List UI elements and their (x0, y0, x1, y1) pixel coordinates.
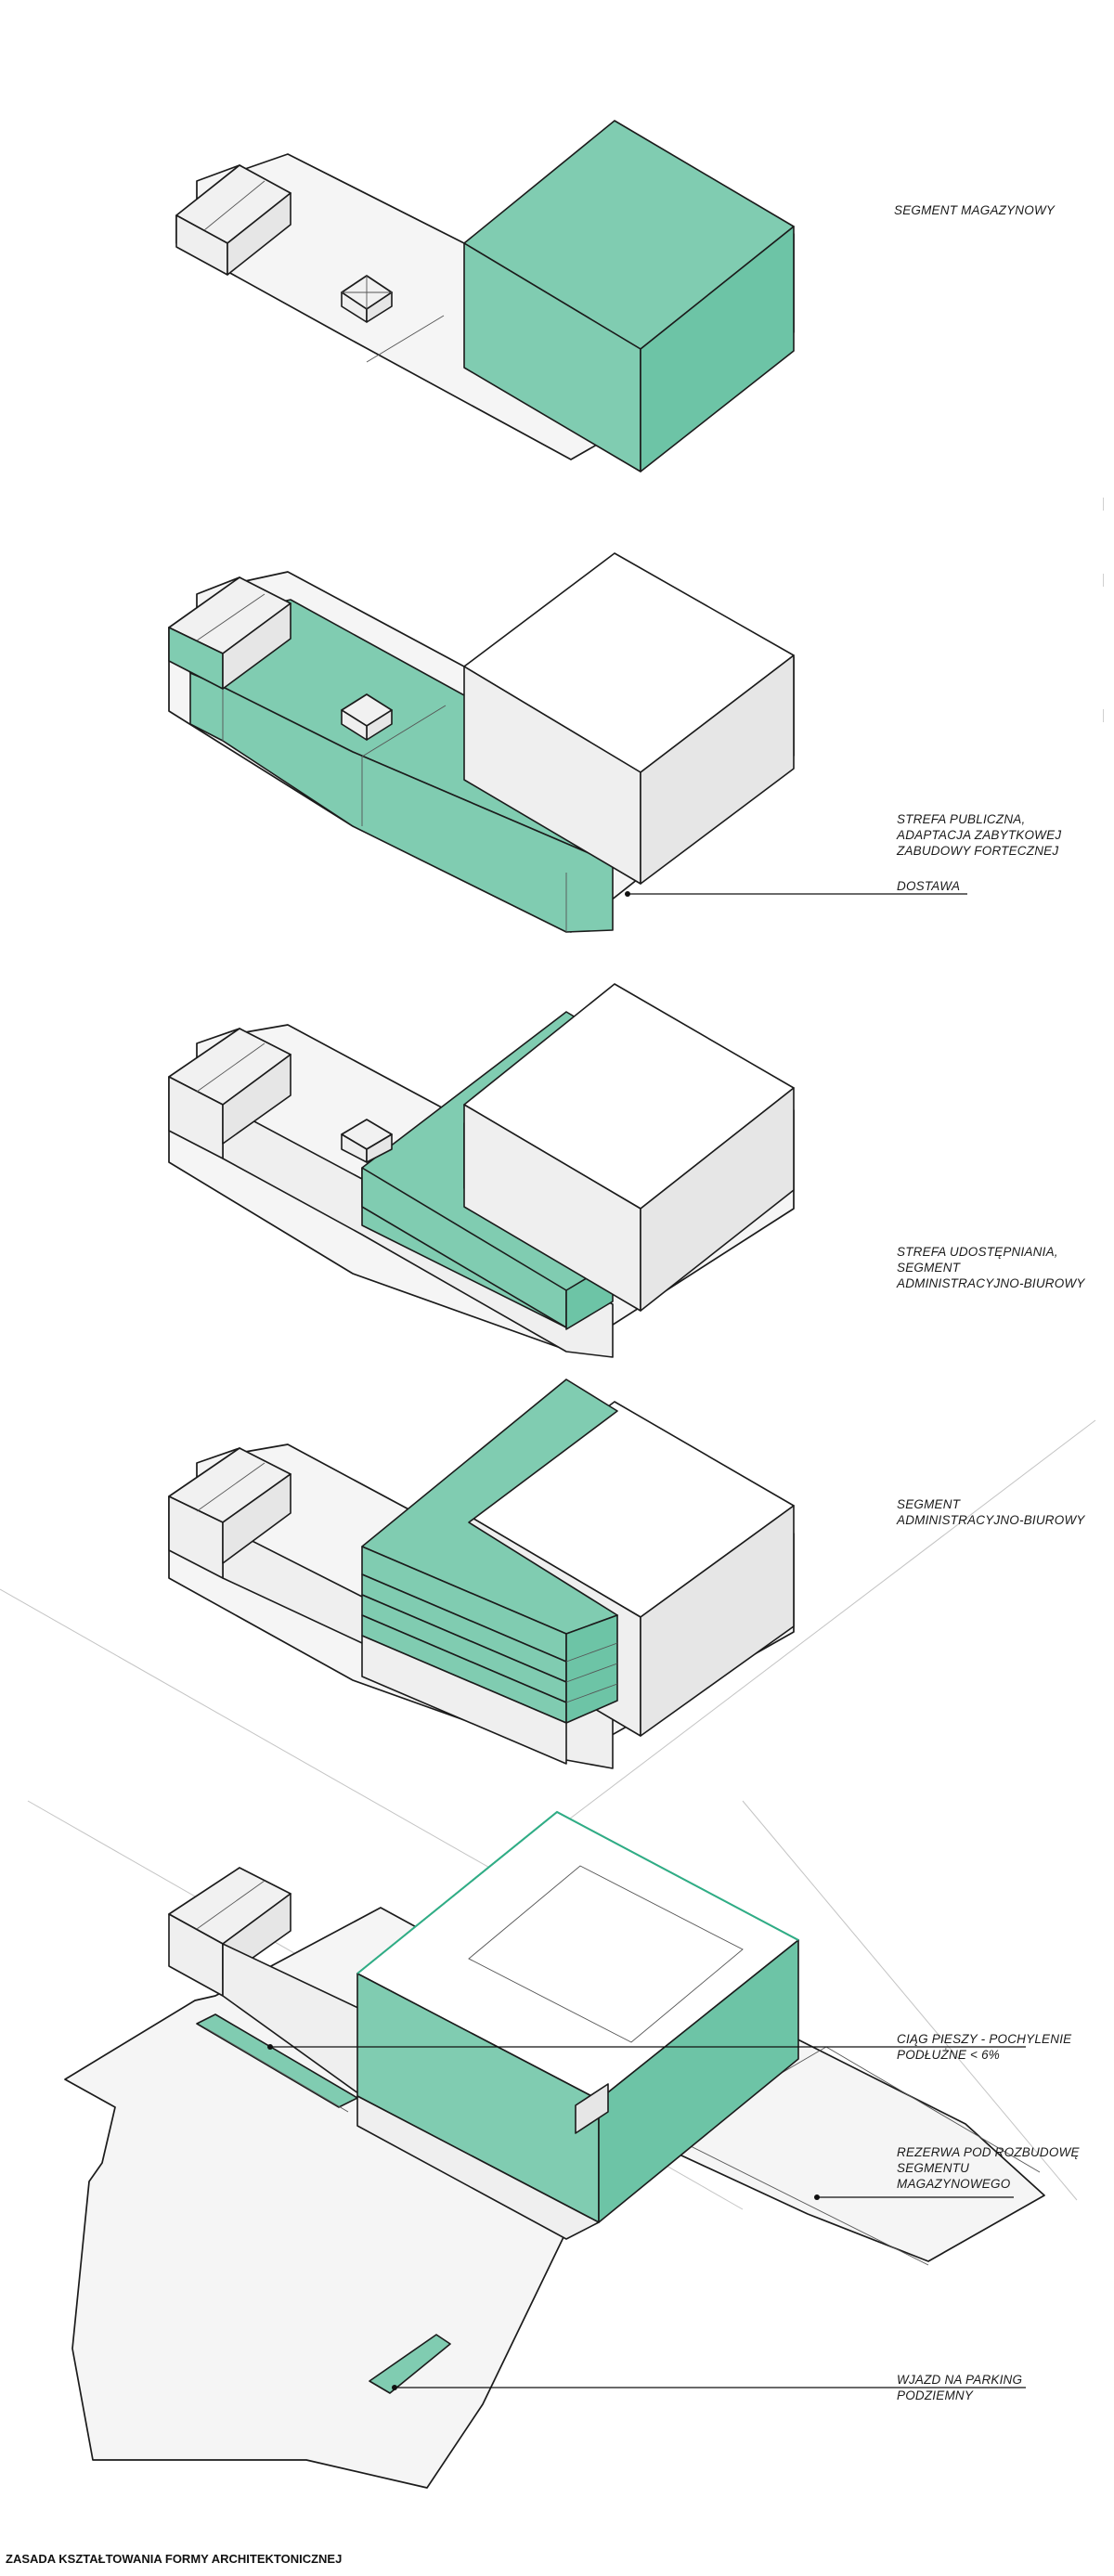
stage-2-public-zone (168, 552, 795, 933)
label-rezerwa: REZERWA POD ROZBUDOWĘ SEGMENTU MAGAZYNOW… (897, 2145, 1080, 2191)
margin-tick (1103, 574, 1104, 587)
label-segment-admin: SEGMENT ADMINISTRACYJNO-BIUROWY (897, 1497, 1085, 1527)
stage-1-warehouse (175, 120, 795, 472)
warehouse-block-right (640, 226, 795, 472)
label-strefa-udostepniania: STREFA UDOSTĘPNIANIA, SEGMENT ADMINISTRA… (897, 1245, 1085, 1290)
margin-tick (1103, 498, 1104, 511)
stage-4-admin-segment (168, 1379, 795, 1769)
parking-entry-ramp (369, 2334, 451, 2394)
margin-tick (1103, 709, 1104, 722)
diagram-caption: ZASADA KSZTAŁTOWANIA FORMY ARCHITEKTONIC… (6, 2552, 343, 2566)
public-strip-front (189, 672, 614, 933)
stage-5-full-scheme (64, 1810, 1045, 2489)
main-volume-right (598, 1939, 799, 2223)
label-dostawa: DOSTAWA (897, 879, 961, 893)
label-segment-magazynowy: SEGMENT MAGAZYNOWY (894, 203, 1056, 217)
leaders (267, 891, 1026, 2390)
label-wjazd: WJAZD NA PARKING PODZIEMNY (897, 2373, 1023, 2402)
label-ciag-pieszy: CIĄG PIESZY - POCHYLENIE PODŁUŻNE < 6% (897, 2032, 1072, 2062)
stage-3-sharing-zone (168, 983, 795, 1358)
label-strefa-publiczna: STREFA PUBLICZNA, ADAPTACJA ZABYTKOWEJ Z… (897, 812, 1062, 858)
